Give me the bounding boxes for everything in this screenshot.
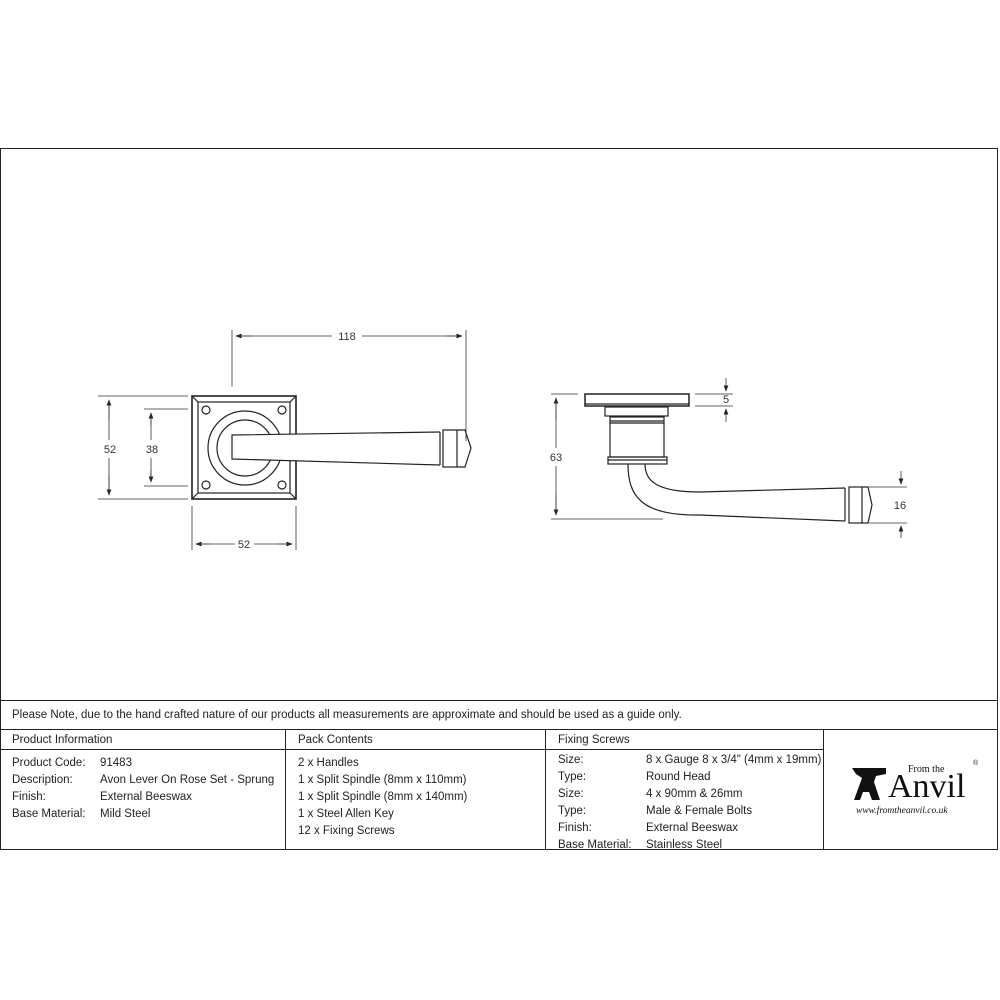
screw-value: Male & Female Bolts <box>646 805 753 817</box>
screw-row: Size: 4 x 90mm & 26mm <box>558 786 823 803</box>
info-label: Description: <box>12 774 73 786</box>
pack-item: 12 x Fixing Screws <box>298 825 395 837</box>
anvil-icon <box>852 768 886 800</box>
screw-label: Size: <box>558 754 584 766</box>
info-label: Product Code: <box>12 757 86 769</box>
info-row: Finish: External Beeswax <box>12 789 285 806</box>
measurement-note: Please Note, due to the hand crafted nat… <box>0 700 998 730</box>
logo-from-the: From the <box>908 764 945 775</box>
description-value: Avon Lever On Rose Set - Sprung <box>100 774 275 786</box>
info-label: Base Material: <box>12 808 86 820</box>
screw-value: External Beeswax <box>646 822 739 834</box>
screw-value: Round Head <box>646 771 711 783</box>
screw-row: Base Material: Stainless Steel <box>558 837 823 854</box>
screw-row: Size: 8 x Gauge 8 x 3/4" (4mm x 19mm) <box>558 752 823 769</box>
product-information-header: Product Information <box>0 730 285 750</box>
screw-label: Type: <box>558 771 587 783</box>
dim-overall-length: 118 <box>338 331 356 343</box>
product-code-value: 91483 <box>100 757 132 769</box>
pack-item: 1 x Split Spindle (8mm x 110mm) <box>298 774 467 786</box>
front-view <box>191 395 472 500</box>
pack-item: 1 x Split Spindle (8mm x 140mm) <box>298 791 468 803</box>
info-row: Product Code: 91483 <box>12 755 285 772</box>
screw-value: Stainless Steel <box>646 839 723 851</box>
finish-value: External Beeswax <box>100 791 193 803</box>
screw-row: Finish: External Beeswax <box>558 820 823 837</box>
drawing-sheet-frame <box>0 148 998 850</box>
pack-item: 1 x Steel Allen Key <box>298 808 394 820</box>
product-information-panel: Product Information Product Code: 91483 D… <box>0 730 286 850</box>
dim-rose-thickness: 5 <box>723 394 729 406</box>
screw-value: 4 x 90mm & 26mm <box>646 788 743 800</box>
dim-tip-diameter: 16 <box>894 500 906 512</box>
screw-label: Size: <box>558 788 584 800</box>
screw-label: Type: <box>558 805 587 817</box>
logo-brand: Anvil <box>888 768 966 805</box>
fixing-screws-header: Fixing Screws <box>546 730 823 750</box>
screw-row: Type: Round Head <box>558 769 823 786</box>
side-view <box>584 393 873 524</box>
dim-rose-height: 52 <box>104 444 116 456</box>
info-row: Description: Avon Lever On Rose Set - Spr… <box>12 772 285 789</box>
screw-label: Base Material: <box>558 839 632 851</box>
fixing-screws-panel: Fixing Screws Size: 8 x Gauge 8 x 3/4" (4… <box>546 730 824 851</box>
dim-rose-width: 52 <box>238 539 250 551</box>
side-view-dimensions <box>551 378 907 538</box>
info-label: Finish: <box>12 791 46 803</box>
registered-mark: ® <box>973 760 979 767</box>
dim-rose-inner-height: 38 <box>146 444 158 456</box>
screw-row: Type: Male & Female Bolts <box>558 803 823 820</box>
info-row: Base Material: Mild Steel <box>12 806 285 823</box>
from-the-anvil-logo: From the Anvil ® www.fromtheanvil.co.uk <box>852 758 982 828</box>
pack-item: 2 x Handles <box>298 757 359 769</box>
screw-value: 8 x Gauge 8 x 3/4" (4mm x 19mm) <box>646 754 822 766</box>
dim-overall-height: 63 <box>550 452 562 464</box>
pack-contents-panel: Pack Contents 2 x Handles 1 x Split Spin… <box>286 730 546 850</box>
base-material-value: Mild Steel <box>100 808 151 820</box>
screw-label: Finish: <box>558 822 592 834</box>
front-view-dimensions <box>98 330 467 550</box>
logo-url: www.fromtheanvil.co.uk <box>856 806 948 816</box>
pack-contents-header: Pack Contents <box>286 730 545 750</box>
